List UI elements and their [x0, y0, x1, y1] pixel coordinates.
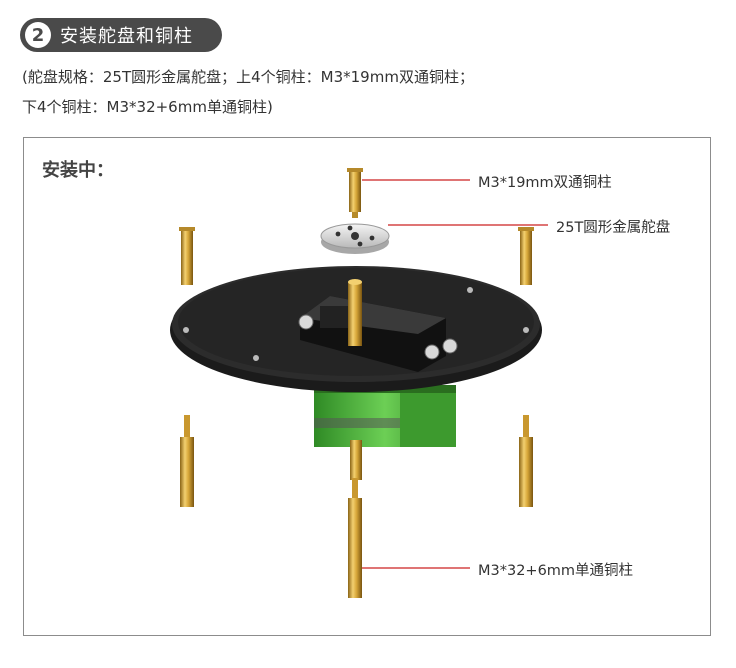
- servo-horn-part: [320, 223, 390, 254]
- step-number-badge: 2: [25, 22, 51, 48]
- center-standoff-on-servo: [348, 279, 362, 346]
- upper-standoff-back-left: [179, 227, 195, 285]
- step-title: 安装舵盘和铜柱: [60, 26, 193, 47]
- top-standoff-part: [347, 168, 363, 218]
- callout-servo-horn: 25T圆形金属舵盘: [556, 220, 671, 236]
- lower-standoff-front-left: [180, 415, 194, 507]
- callout-bottom-standoff: M3*32+6mm单通铜柱: [478, 563, 634, 579]
- servo-body: [314, 385, 456, 447]
- step-header: 2 安装舵盘和铜柱: [20, 18, 222, 52]
- illustration-panel: 安装中：: [23, 137, 711, 636]
- upper-standoff-back-right: [518, 227, 534, 285]
- lower-standoff-front-right: [519, 415, 533, 507]
- spec-line-1: (舵盘规格：25T圆形金属舵盘；上4个铜柱：M3*19mm双通铜柱；: [22, 68, 474, 86]
- servo-top-case: [298, 296, 458, 372]
- callout-top-standoff: M3*19mm双通铜柱: [478, 175, 612, 191]
- center-shaft: [350, 440, 362, 480]
- spec-line-2: 下4个铜柱：M3*32+6mm单通铜柱): [22, 98, 273, 116]
- panel-title: 安装中：: [42, 160, 114, 181]
- lower-standoff-center: [348, 478, 362, 598]
